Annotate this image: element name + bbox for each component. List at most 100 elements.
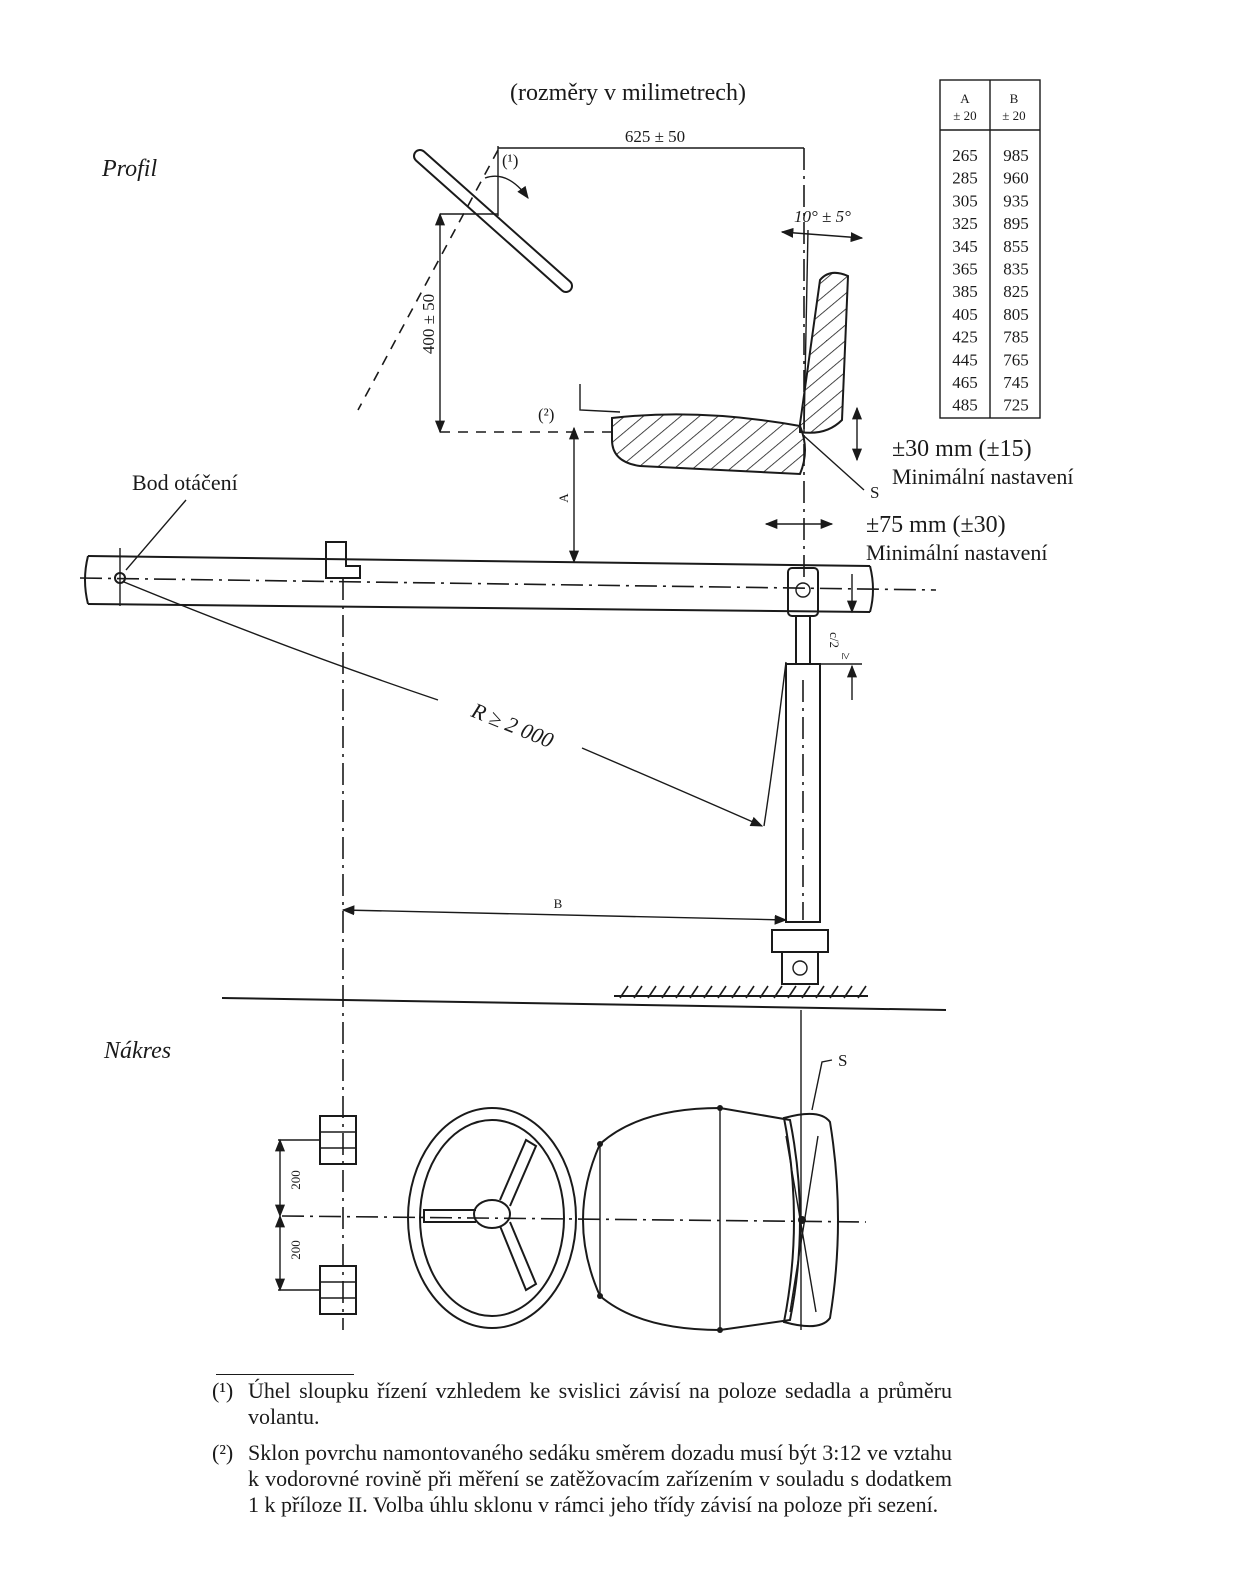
plan-spacing-bottom: 200: [288, 1240, 303, 1260]
table-cell-b: 745: [1003, 373, 1029, 392]
footnotes: (¹) Úhel sloupku řízení vzhledem ke svis…: [212, 1378, 952, 1528]
ground-hatch-line: [633, 985, 643, 999]
ref-note-1: (¹): [502, 151, 518, 170]
table-header-a-tol: ± 20: [953, 108, 976, 123]
ground-hatch-line: [619, 985, 629, 999]
table-cell-a: 325: [952, 214, 978, 233]
seat-backrest-plan: [782, 1112, 839, 1328]
dim-a-label: A: [556, 493, 571, 503]
pedal-bottom: [319, 1265, 357, 1315]
table-cell-b: 825: [1003, 282, 1029, 301]
ground-hatch-line: [717, 985, 727, 999]
column-angle-arc: [484, 175, 529, 200]
table-cell-b: 935: [1003, 191, 1029, 210]
dimension-table: A ± 20 B ± 20 265 985 285 960 305 935 325 895 34…: [939, 79, 1041, 419]
seat-plan: S: [582, 1051, 847, 1333]
table-cell-a: 265: [952, 146, 978, 165]
ground-hatch-line: [731, 985, 741, 999]
ground-hatch-line: [857, 985, 867, 999]
dim-b-line: [341, 905, 788, 925]
dim-400-label: 400 ± 50: [419, 294, 438, 354]
frame-beam: [79, 541, 937, 1330]
seat-point-label: S: [870, 483, 879, 502]
pedals-plan: 200 200: [274, 1115, 357, 1315]
units-note: (rozměry v milimetrech): [510, 80, 746, 106]
ground-hatch-line: [759, 985, 769, 999]
table-cell-a: 285: [952, 169, 978, 188]
footnote-1-text: Úhel sloupku řízení vzhledem ke svislici…: [248, 1378, 952, 1429]
view-label-plan: Nákres: [103, 1038, 171, 1064]
table-cell-a: 365: [952, 260, 978, 279]
table-cell-a: 425: [952, 328, 978, 347]
footnote-1: (¹) Úhel sloupku řízení vzhledem ke svis…: [212, 1378, 952, 1430]
pivot-label: Bod otáčení: [132, 470, 238, 495]
dim-c-ge-label: ≥: [839, 652, 854, 659]
ground-hatch-line: [745, 985, 755, 999]
view-label-profile: Profil: [101, 156, 157, 182]
plan-spacing-top: 200: [288, 1170, 303, 1190]
table-cell-b: 960: [1003, 169, 1029, 188]
table-cell-b: 985: [1003, 146, 1029, 165]
ground-hatch-line: [787, 985, 797, 999]
vertical-adjust-note: Minimální nastavení: [892, 464, 1073, 489]
table-cell-a: 445: [952, 350, 978, 369]
table-cell-b: 805: [1003, 305, 1029, 324]
ground-hatch-line: [829, 985, 839, 999]
pivot-point: Bod otáčení: [114, 470, 238, 606]
footnote-1-mark: (¹): [212, 1378, 234, 1403]
ground-hatch-line: [815, 985, 825, 999]
steering-column-axis: [357, 149, 499, 411]
table-cell-b: 785: [1003, 328, 1029, 347]
ground-hatch-line: [689, 985, 699, 999]
plan-center-axis: [281, 1215, 867, 1223]
table-cell-b: 765: [1003, 350, 1029, 369]
horizontal-adjust-label: ±75 mm (±30): [866, 512, 1006, 538]
table-cell-a: 305: [952, 191, 978, 210]
pedal-top: [319, 1115, 357, 1165]
table-cell-b: 895: [1003, 214, 1029, 233]
table-cell-a: 485: [952, 396, 978, 415]
table-cell-a: 385: [952, 282, 978, 301]
seat-point-plan-label: S: [838, 1051, 847, 1070]
steering-wheel-profile: (¹): [357, 146, 573, 411]
footnote-2-mark: (²): [212, 1440, 234, 1465]
table-cell-b: 855: [1003, 237, 1029, 256]
table-cell-a: 465: [952, 373, 978, 392]
radius-arc-end: [581, 747, 764, 827]
ground-hatch-line: [661, 985, 671, 999]
beam-bracket: [325, 541, 361, 579]
footnote-2: (²) Sklon povrchu namontovaného sedáku s…: [212, 1440, 952, 1518]
ground-hatch-line: [843, 985, 853, 999]
ground-hatch-line: [647, 985, 657, 999]
dim-c-half-label: c/2: [827, 632, 842, 648]
horizontal-adjust-note: Minimální nastavení: [866, 540, 1047, 565]
seat-profile: 10° ± 5° S: [611, 148, 879, 580]
table-cell-a: 405: [952, 305, 978, 324]
dim-625-label: 625 ± 50: [625, 127, 685, 146]
backrest-angle-dim: [780, 227, 864, 243]
ground-hatch-line: [801, 985, 811, 999]
seat-backrest: [799, 271, 850, 434]
seat-cushion: [611, 413, 806, 476]
vertical-adjust-label: ±30 mm (±15): [892, 436, 1032, 462]
seat-cushion-plan: [582, 1106, 801, 1332]
ground-hatch-line: [773, 985, 783, 999]
table-cell-b: 835: [1003, 260, 1029, 279]
footnote-2-text: Sklon povrchu namontovaného sedáku směre…: [248, 1440, 952, 1517]
radius-label: R ≥ 2 000: [467, 697, 557, 753]
footnote-rule: [216, 1374, 354, 1375]
ground-hatch-line: [675, 985, 685, 999]
ground-hatch-line: [703, 985, 713, 999]
table-header-b-tol: ± 20: [1002, 108, 1025, 123]
table-cell-b: 725: [1003, 396, 1029, 415]
ref-note-2: (²): [538, 405, 554, 424]
steering-wheel-plan: [407, 1107, 577, 1329]
suspension-column: [614, 567, 868, 999]
table-cell-a: 345: [952, 237, 978, 256]
table-header-a: A: [960, 91, 970, 106]
backrest-angle-label: 10° ± 5°: [794, 207, 851, 226]
profile-plan-separator: [221, 997, 947, 1011]
radius-arc-start: [123, 581, 439, 701]
table-header-b: B: [1010, 91, 1019, 106]
